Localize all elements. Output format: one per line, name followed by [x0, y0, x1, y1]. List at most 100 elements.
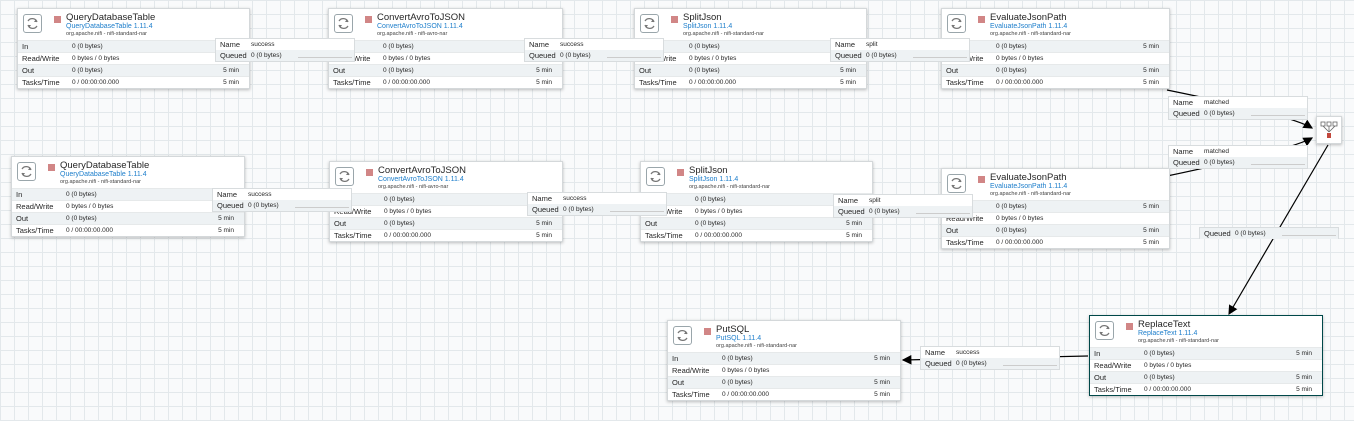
processor-icon	[335, 167, 354, 186]
queue-bar	[295, 207, 349, 208]
stat-value: 0 / 00:00:00.000	[66, 226, 113, 234]
connection-queued: 0 (0 bytes)	[1204, 158, 1235, 166]
connection-name: success	[248, 190, 272, 198]
processor-bundle: org.apache.nifi - nifi-standard-nar	[1138, 338, 1220, 344]
connection-queued: 0 (0 bytes)	[869, 207, 900, 215]
processor-type[interactable]: ReplaceText 1.11.4	[1138, 330, 1198, 337]
stat-label: Read/Write	[16, 202, 54, 211]
processor-type[interactable]: EvaluateJsonPath 1.11.4	[990, 23, 1068, 30]
stat-time: 5 min	[536, 78, 552, 86]
stat-value: 0 (0 bytes)	[722, 378, 753, 386]
processor-type[interactable]: SplitJson 1.11.4	[683, 23, 733, 30]
connection-queued: 0 (0 bytes)	[956, 359, 987, 367]
stat-value: 0 (0 bytes)	[996, 202, 1027, 210]
connection-name-label: Name	[1173, 98, 1194, 107]
stat-value: 0 (0 bytes)	[695, 219, 726, 227]
stat-label: Tasks/Time	[946, 238, 984, 247]
processor-icon	[947, 14, 966, 33]
stat-time: 5 min	[536, 66, 552, 74]
stat-label: In	[22, 42, 29, 51]
connection-queued-label: Queued	[838, 207, 865, 216]
stat-row-in: In0 (0 bytes)5 min	[12, 188, 244, 200]
connection-queued: 0 (0 bytes)	[248, 201, 279, 209]
stat-time: 5 min	[1296, 349, 1312, 357]
stat-value: 0 (0 bytes)	[1144, 349, 1175, 357]
stat-value: 0 (0 bytes)	[1144, 373, 1175, 381]
stat-value: 0 (0 bytes)	[66, 214, 97, 222]
stat-time: 5 min	[1296, 373, 1312, 381]
connection-name: success	[956, 348, 980, 356]
processor-name: PutSQL	[716, 324, 750, 335]
stat-label: Out	[1094, 373, 1107, 382]
stat-value: 0 / 00:00:00.000	[1144, 385, 1191, 393]
processor-type[interactable]: QueryDatabaseTable 1.11.4	[66, 23, 153, 30]
stat-time: 5 min	[1143, 66, 1159, 74]
processor-bundle: org.apache.nifi - nifi-avro-nar	[378, 184, 449, 190]
connection-name: success	[563, 194, 587, 202]
stat-time: 5 min	[1296, 385, 1312, 393]
connection-queued: 0 (0 bytes)	[560, 51, 591, 59]
stat-value: 0 (0 bytes)	[384, 219, 415, 227]
processor-type[interactable]: ConvertAvroToJSON 1.11.4	[377, 23, 463, 30]
connection-name-label: Name	[529, 40, 550, 49]
stat-value: 0 bytes / 0 bytes	[72, 54, 120, 62]
processor-type[interactable]: EvaluateJsonPath 1.11.4	[990, 183, 1068, 190]
connection-queued-row: Queued 0 (0 bytes)	[834, 206, 972, 217]
stat-value: 0 / 00:00:00.000	[72, 78, 119, 86]
stat-value: 0 bytes / 0 bytes	[689, 54, 737, 62]
stat-row-out: Out 0 (0 bytes) 5 min	[1090, 371, 1322, 383]
funnel[interactable]	[1316, 116, 1342, 144]
processor-name: SplitJson	[683, 12, 722, 23]
processor-type[interactable]: PutSQL 1.11.4	[716, 335, 762, 342]
processor-type[interactable]: ConvertAvroToJSON 1.11.4	[378, 176, 464, 183]
stat-label: Out	[946, 226, 959, 235]
stat-time: 5 min	[874, 378, 890, 386]
queue-bar	[1251, 115, 1305, 116]
processor-type[interactable]: SplitJson 1.11.4	[689, 176, 739, 183]
processor-type[interactable]: QueryDatabaseTable 1.11.4	[60, 171, 147, 178]
processor-icon	[673, 326, 692, 345]
stat-label: Read/Write	[334, 207, 372, 216]
connection-name-label: Name	[835, 40, 856, 49]
stat-value: 0 (0 bytes)	[695, 195, 726, 203]
stat-label: Read/Write	[22, 54, 60, 63]
processor-name: ConvertAvroToJSON	[377, 12, 465, 23]
connection-queued: 0 (0 bytes)	[1204, 109, 1235, 117]
